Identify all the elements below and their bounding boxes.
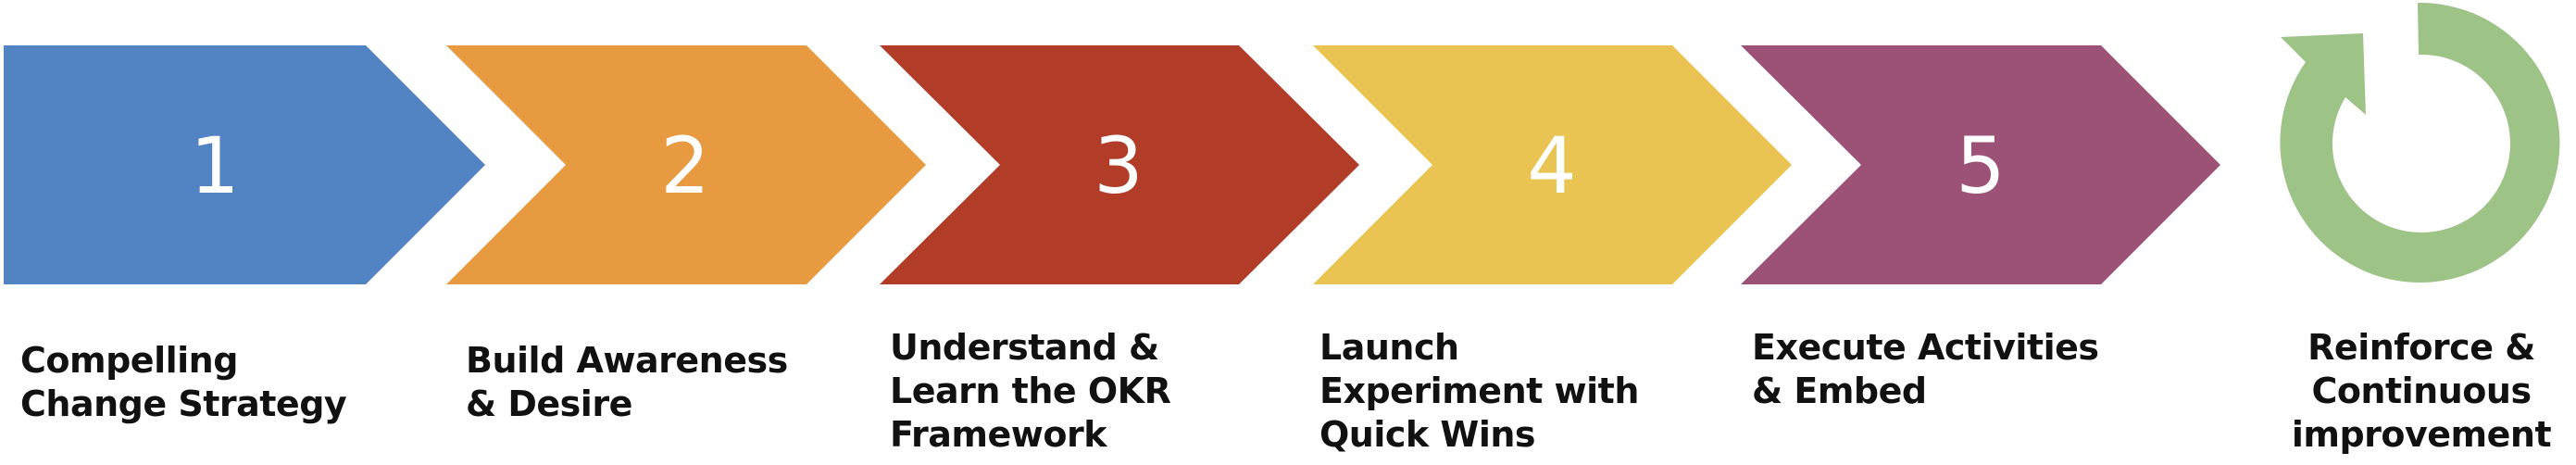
step-1-label: Compelling Change Strategy — [20, 340, 347, 424]
step-2-number: 2 — [660, 120, 709, 211]
final-label: Reinforce & Continuous improvement — [2291, 327, 2552, 455]
step-2-label: Build Awareness & Desire — [466, 340, 788, 424]
step-4-number: 4 — [1527, 120, 1576, 211]
step-4-label: Launch Experiment with Quick Wins — [1319, 327, 1639, 455]
cycle-arrow-icon — [2280, 2, 2560, 283]
step-3-number: 3 — [1094, 120, 1143, 211]
step-4-chevron — [1313, 45, 1792, 284]
step-3-label: Understand & Learn the OKR Framework — [890, 327, 1171, 455]
step-1-number: 1 — [190, 120, 239, 211]
step-3-chevron — [880, 45, 1359, 284]
step-5-number: 5 — [1956, 120, 2005, 211]
step-1-chevron — [4, 45, 485, 284]
step-5-chevron — [1741, 45, 2220, 284]
step-2-chevron — [446, 45, 926, 284]
step-5-label: Execute Activities & Embed — [1752, 327, 2099, 411]
